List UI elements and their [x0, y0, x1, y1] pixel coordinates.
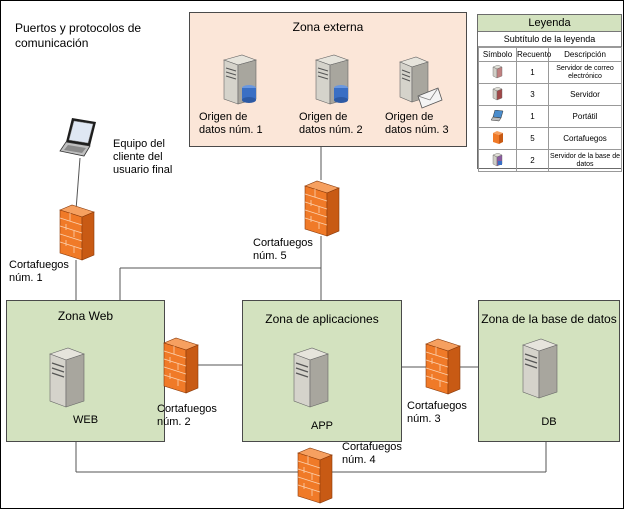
firewall-icon — [424, 338, 462, 401]
diagram-title: Puertos y protocolos de comunicación — [15, 21, 141, 51]
server-icon — [290, 347, 330, 414]
legend-row: 2 Servidor de la base de datos — [478, 149, 622, 172]
firewall-3-label: Cortafuegos núm. 3 — [407, 400, 467, 426]
legend-count: 3 — [516, 83, 549, 106]
firewall-4-label: Cortafuegos núm. 4 — [342, 441, 402, 467]
legend-count: 1 — [516, 61, 549, 84]
legend-description: Servidor de la base de datos — [548, 149, 622, 172]
data-source-label-line: Origen de — [385, 111, 434, 123]
data-source-label-line: datos núm. 3 — [385, 124, 449, 136]
legend-description: Cortafuegos — [548, 127, 622, 150]
end-user-label-line: usuario final — [113, 164, 173, 176]
firewall-1-label: Cortafuegos núm. 1 — [9, 259, 69, 285]
firewall-label-line: núm. 4 — [342, 454, 376, 466]
diagram-title-line: comunicación — [15, 36, 89, 50]
app-zone-title: Zona de aplicaciones — [265, 312, 379, 326]
database-server-icon — [478, 149, 517, 172]
data-source-label-line: datos núm. 2 — [299, 124, 363, 136]
legend-count: 2 — [516, 149, 549, 172]
firewall-icon — [162, 337, 200, 400]
legend-description: Servidor — [548, 83, 622, 106]
legend-description: Servidor de correo electrónico — [548, 61, 622, 84]
legend-row: 5 Cortafuegos — [478, 127, 622, 150]
data-source-1-label: Origen de datos núm. 1 — [199, 111, 263, 137]
legend-count: 5 — [516, 127, 549, 150]
firewall-label-line: núm. 3 — [407, 413, 441, 425]
firewall-label-line: núm. 1 — [9, 272, 43, 284]
laptop-icon — [58, 116, 102, 165]
legend-count: 1 — [516, 105, 549, 128]
database-server-icon — [312, 54, 352, 111]
legend-description: Portátil — [548, 105, 622, 128]
end-user-label: Equipo del cliente del usuario final — [113, 138, 172, 177]
server-icon — [519, 338, 559, 405]
legend-title: Leyenda — [478, 15, 621, 32]
external-zone-title: Zona externa — [292, 20, 364, 34]
legend-row: 1 Portátil — [478, 105, 622, 128]
mail-server-icon — [396, 56, 444, 117]
legend-table: Símbolo Recuento Descripción 1 Servidor … — [478, 47, 622, 172]
database-server-icon — [220, 54, 260, 111]
diagram-title-line: Puertos y protocolos de — [15, 21, 142, 35]
legend-subtitle: Subtítulo de la leyenda — [478, 32, 621, 47]
firewall-2-label: Cortafuegos núm. 2 — [157, 403, 217, 429]
server-icon — [46, 347, 86, 414]
legend-col-description: Descripción — [548, 47, 622, 62]
web-zone: Zona Web WEB — [6, 300, 165, 442]
server-icon — [478, 83, 517, 106]
legend-col-symbol: Símbolo — [478, 47, 517, 62]
firewall-label-line: núm. 5 — [253, 250, 287, 262]
db-zone-title: Zona de la base de datos — [481, 312, 617, 326]
legend-header-row: Símbolo Recuento Descripción — [478, 47, 622, 62]
legend-row: 1 Servidor de correo electrónico — [478, 61, 622, 84]
firewall-5-label: Cortafuegos núm. 5 — [253, 237, 313, 263]
legend-col-count: Recuento — [516, 47, 551, 62]
firewall-label-line: Cortafuegos — [9, 259, 69, 271]
app-server-label: APP — [310, 420, 333, 432]
data-source-3-label: Origen de datos núm. 3 — [385, 111, 449, 137]
data-source-2-label: Origen de datos núm. 2 — [299, 111, 363, 137]
legend: Leyenda Subtítulo de la leyenda Símbolo … — [477, 14, 622, 172]
web-server-label: WEB — [72, 414, 99, 426]
laptop-icon — [478, 105, 517, 128]
db-server-label: DB — [541, 416, 557, 428]
mail-server-icon — [478, 61, 517, 84]
data-source-label-line: datos núm. 1 — [199, 124, 263, 136]
firewall-label-line: Cortafuegos — [407, 400, 467, 412]
firewall-label-line: Cortafuegos — [342, 441, 402, 453]
firewall-icon — [58, 204, 96, 267]
firewall-icon — [303, 180, 341, 243]
legend-row: 3 Servidor — [478, 83, 622, 106]
firewall-label-line: núm. 2 — [157, 416, 191, 428]
data-source-label-line: Origen de — [299, 111, 348, 123]
firewall-label-line: Cortafuegos — [157, 403, 217, 415]
firewall-icon — [478, 127, 517, 150]
firewall-icon — [296, 447, 334, 510]
link-laptop-fw1 — [75, 157, 81, 211]
firewall-label-line: Cortafuegos — [253, 237, 313, 249]
web-zone-title: Zona Web — [57, 309, 114, 323]
end-user-label-line: Equipo del — [113, 138, 165, 150]
data-source-label-line: Origen de — [199, 111, 248, 123]
end-user-label-line: cliente del — [113, 151, 163, 163]
